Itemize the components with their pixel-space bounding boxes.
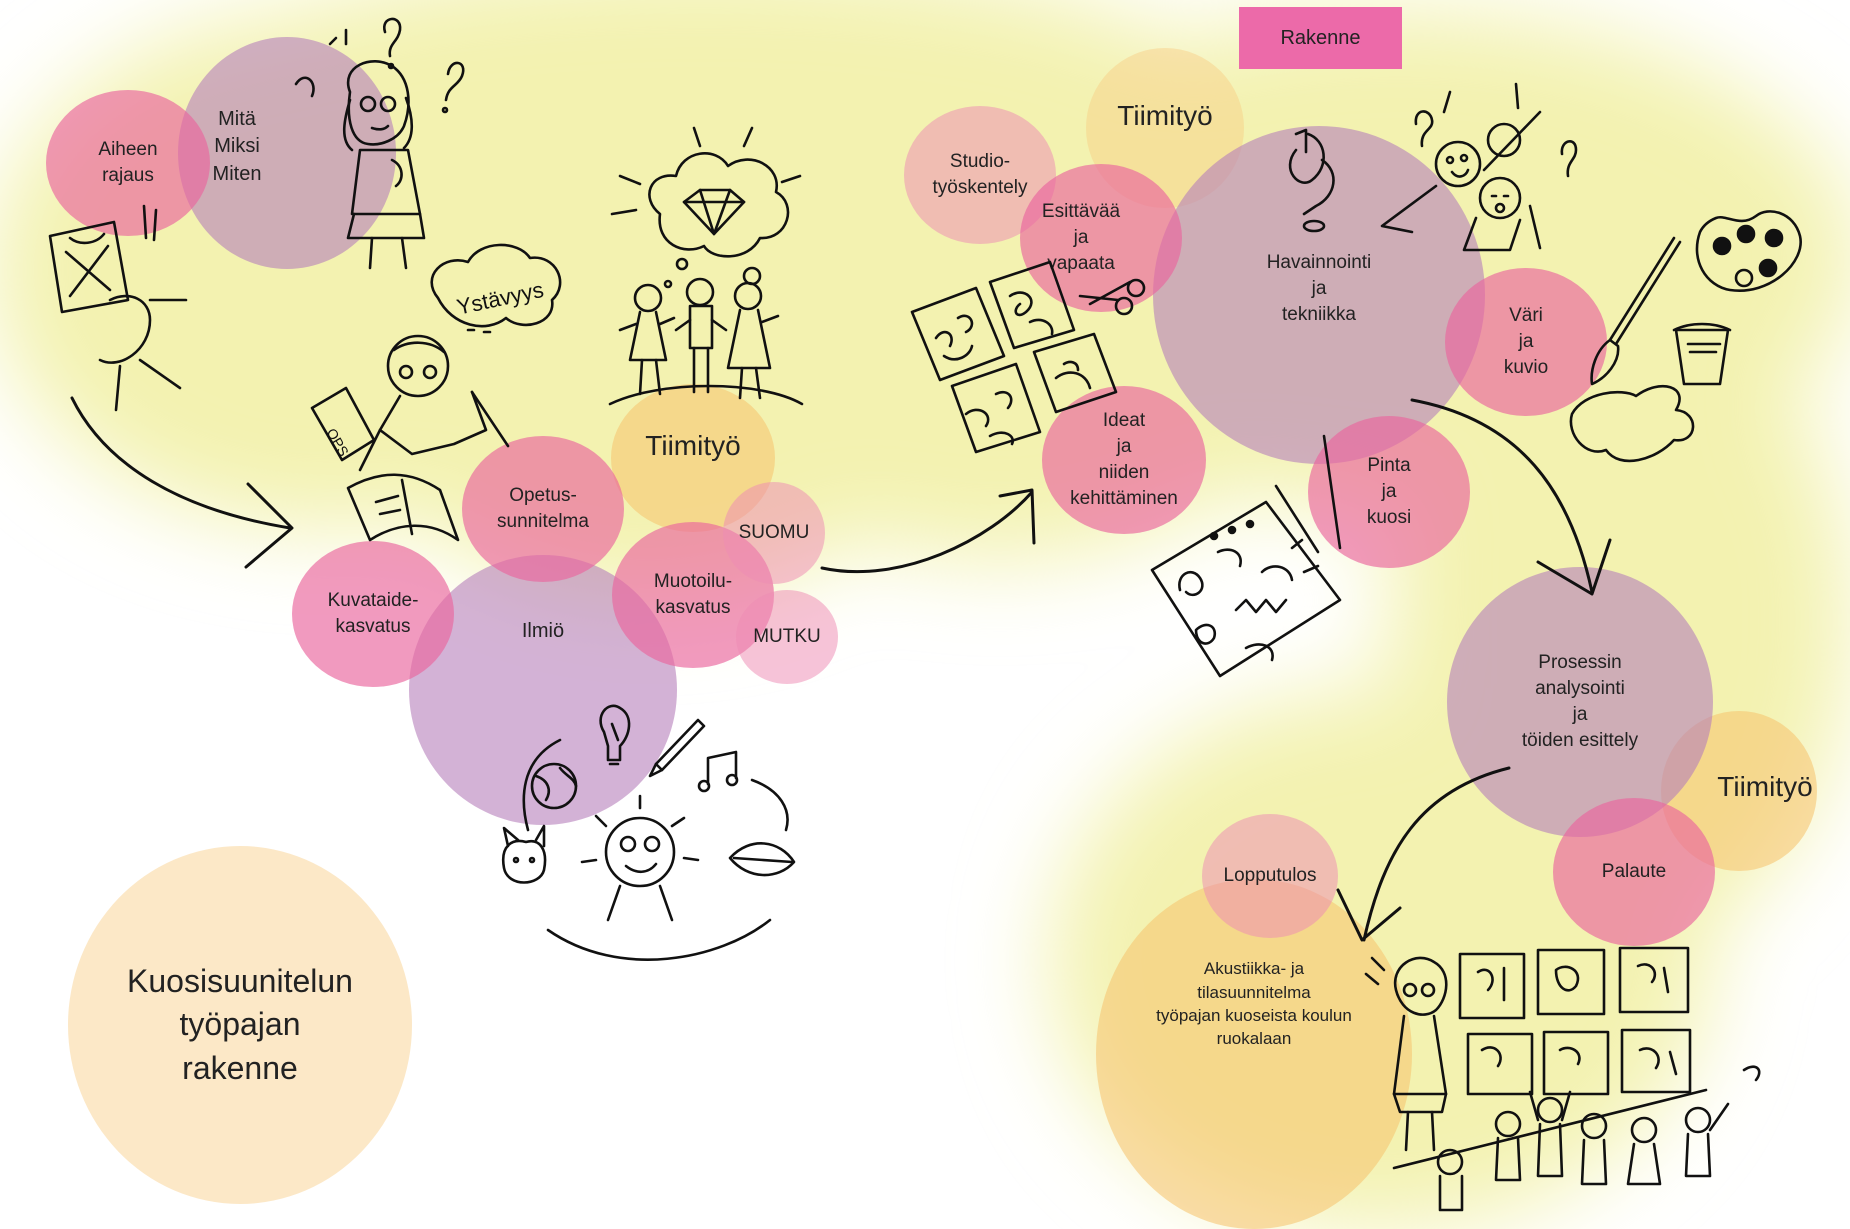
bubble-ideat-ja-niiden-kehittaminen: Ideat ja niiden kehittäminen bbox=[1042, 386, 1206, 534]
bubble-label: SUOMU bbox=[738, 521, 810, 543]
bubble-label: Pinta ja kuosi bbox=[1366, 454, 1412, 529]
bubble-prosessin-analysointi: Prosessin analysointi ja töiden esittely bbox=[1447, 567, 1713, 837]
bubble-lopputulos: Lopputulos bbox=[1202, 814, 1338, 938]
bubble-label: Tiimityö bbox=[1117, 99, 1213, 131]
bubble-label: Muotoilu- kasvatus bbox=[653, 570, 733, 618]
bubble-mita-miksi-miten: Mitä Miksi Miten bbox=[178, 37, 396, 269]
bubble-label: Palaute bbox=[1601, 860, 1667, 882]
bubble-label: MUTKU bbox=[753, 625, 821, 647]
bubble-label: Väri ja kuvio bbox=[1503, 304, 1549, 379]
bubble-label: Aiheen rajaus bbox=[98, 138, 158, 186]
main-title: Kuosisuunitelun työpajan rakenne bbox=[127, 963, 353, 1086]
bubble-suomu: SUOMU bbox=[723, 482, 825, 584]
bubble-aiheen-rajaus: Aiheen rajaus bbox=[46, 90, 210, 236]
bubble-label: Akustiikka- ja tilasuunnitelma työpajan … bbox=[1156, 959, 1352, 1049]
bubble-label: Ideat ja niiden kehittäminen bbox=[1070, 409, 1178, 510]
bubble-label: Esittävää ja vapaata bbox=[1041, 200, 1121, 275]
bubble-label: Prosessin analysointi ja töiden esittely bbox=[1521, 651, 1639, 752]
bubble-label: Opetus- sunnitelma bbox=[497, 484, 589, 532]
bubble-label: Tiimityö bbox=[1717, 770, 1813, 802]
bubble-label: Ilmiö bbox=[521, 620, 565, 643]
bubble-havainnointi-ja-tekniikka: Havainnointi ja tekniikka bbox=[1153, 126, 1485, 464]
main-title-bubble: Kuosisuunitelun työpajan rakenne bbox=[68, 846, 412, 1204]
bubble-label: Kuvataide- kasvatus bbox=[327, 589, 419, 637]
bubble-label: Lopputulos bbox=[1223, 864, 1317, 886]
bubble-opetussuunnitelma: Opetus- sunnitelma bbox=[462, 436, 624, 582]
bubble-pinta-ja-kuosi: Pinta ja kuosi bbox=[1308, 416, 1470, 568]
bubble-label: Havainnointi ja tekniikka bbox=[1266, 251, 1372, 326]
bubble-vari-ja-kuvio: Väri ja kuvio bbox=[1445, 268, 1607, 416]
bubble-palaute: Palaute bbox=[1553, 798, 1715, 946]
bubble-kuvataidekasvatus: Kuvataide- kasvatus bbox=[292, 541, 454, 687]
bubble-label: Studio- työskentely bbox=[932, 150, 1028, 198]
bubble-mutku: MUTKU bbox=[736, 590, 838, 684]
bubble-esittavaa-ja-vapaata: Esittävää ja vapaata bbox=[1020, 164, 1182, 312]
bubble-label: Mitä Miksi Miten bbox=[212, 107, 262, 185]
bubble-label: Tiimityö bbox=[645, 429, 741, 461]
structure-tag: Rakenne bbox=[1239, 7, 1402, 69]
